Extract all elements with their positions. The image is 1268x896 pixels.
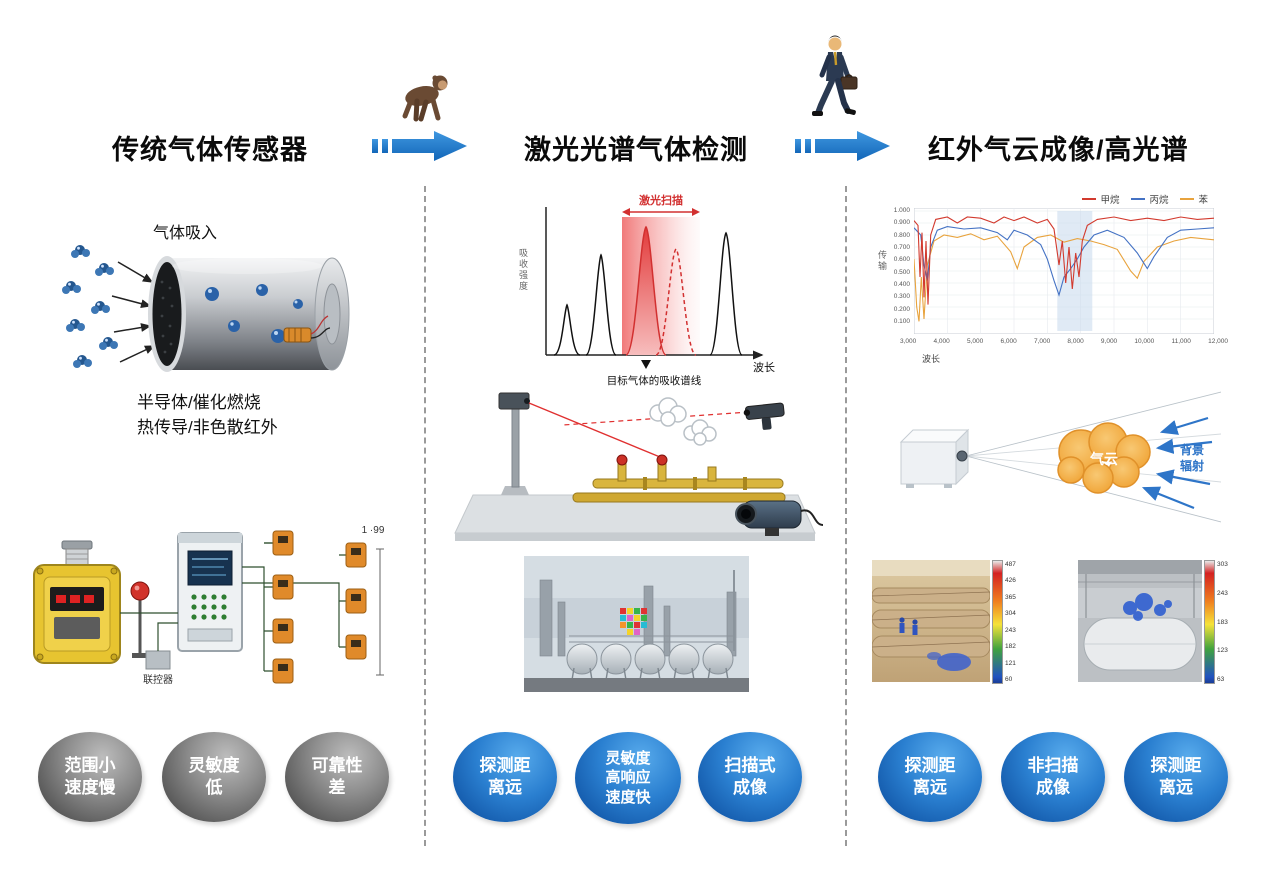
column-separator [845, 186, 847, 846]
wiring-lines [120, 542, 346, 672]
gas-plume-cloud-icon [649, 397, 717, 446]
imaging-camera-icon [899, 428, 970, 488]
column-separator [424, 186, 426, 846]
walking-man-icon [812, 35, 858, 116]
propane-series-line [914, 226, 1214, 297]
evolution-arrow-icon [372, 131, 467, 161]
laser-mast-icon [498, 392, 530, 495]
wavelength-axis-label: 波长 [922, 354, 941, 364]
monkey-icon [402, 75, 448, 122]
methane-series-line [914, 216, 1214, 305]
gas-cloud-label: 气云 [1089, 451, 1118, 467]
tech-line-2: 热传导/非色散红外 [137, 418, 278, 437]
alarm-beacon-icon [130, 581, 150, 658]
limitation-badge-range: 范围小 速度慢 [38, 732, 142, 822]
chart-plot-area [914, 208, 1214, 334]
pipeline-icon [572, 454, 786, 503]
advantage-badge-nonscanning: 非扫描 成像 [1001, 732, 1105, 822]
column1-title: 传统气体传感器 [112, 135, 308, 165]
transmission-axis-label: 传输 [877, 250, 887, 272]
column2-title: 激光光谱气体检测 [524, 135, 748, 165]
limitation-badge-reliability: 可靠性 差 [285, 732, 389, 822]
background-radiation-label-line2: 辐射 [1180, 458, 1204, 473]
laser-scan-label: 激光扫描 [639, 193, 683, 207]
heater-element-icon [283, 315, 331, 343]
gas-detector-device-icon [33, 540, 121, 664]
legend-label-methane: 甲烷 [1100, 195, 1120, 206]
advantage-badge-sensitivity: 灵敏度 高响应 速度快 [575, 732, 681, 824]
thermal-colorbar [992, 560, 1003, 684]
traditional-sensor-illustration [62, 245, 350, 372]
absorption-band-highlight [1057, 211, 1093, 331]
background-radiation-arrows [1141, 416, 1213, 510]
controller-unit-icon [177, 532, 243, 652]
laser-scan-spectrum-chart: 激光扫描 目标气体的吸收谱线 波长 [545, 193, 775, 387]
remote-sensor-icons [272, 530, 367, 684]
gas-leak-blob [937, 653, 971, 671]
advantage-badge-distance: 探测距 离远 [453, 732, 557, 822]
legend-label-propane: 丙烷 [1149, 195, 1169, 206]
legend-swatch-benzene [1180, 197, 1195, 201]
gas-alarm-system-illustration: 联控器 1 ·99 [33, 525, 385, 686]
thermal-scene-pipes [872, 560, 990, 682]
chart-legend: 甲烷 丙烷 苯 [1082, 192, 1208, 206]
thermal-colorbar [1204, 560, 1215, 684]
gas-visualization-pixels [620, 608, 647, 635]
legend-swatch-methane [1082, 197, 1097, 201]
thermal-scene-tank [1078, 560, 1202, 682]
handheld-detector-icon [743, 402, 785, 430]
background-radiation-label-line1: 背景 [1180, 442, 1204, 457]
advantage-badge-distance: 探测距 离远 [878, 732, 982, 822]
column3-title: 红外气云成像/高光谱 [928, 135, 1189, 165]
worker-figures [899, 617, 918, 635]
legend-label-benzene: 苯 [1198, 195, 1208, 206]
junction-box-label: 联控器 [143, 673, 173, 686]
refinery-photo [524, 556, 749, 692]
legend-swatch-propane [1131, 197, 1146, 201]
spherical-tanks [566, 643, 734, 681]
gas-leak-blobs [1123, 593, 1172, 621]
gas-cloud-imaging-diagram: 气云 背景 辐射 [899, 391, 1221, 523]
advantage-badge-distance-2: 探测距 离远 [1124, 732, 1228, 822]
gas-intake-label: 气体吸入 [153, 225, 218, 242]
advantage-badge-scanning: 扫描式 成像 [698, 732, 802, 822]
ir-camera-icon [735, 500, 824, 536]
limitation-badge-sensitivity: 灵敏度 低 [162, 732, 266, 822]
sensor-count-range-label: 1 ·99 [362, 525, 385, 536]
evolution-arrow-icon [795, 131, 890, 161]
laser-detection-scene [454, 392, 824, 541]
benzene-series-line [914, 233, 1214, 322]
gas-cloud-icon [1057, 422, 1151, 494]
wavelength-axis-label: 波长 [753, 361, 775, 374]
sensor-tech-text: 半导体/催化燃烧 热传导/非色散红外 [137, 390, 278, 440]
junction-box-icon: 联控器 [143, 650, 173, 686]
absorbance-axis-label: 吸收强度 [518, 248, 528, 292]
tech-line-1: 半导体/催化燃烧 [137, 393, 261, 412]
target-gas-absorption-label: 目标气体的吸收谱线 [607, 374, 702, 387]
